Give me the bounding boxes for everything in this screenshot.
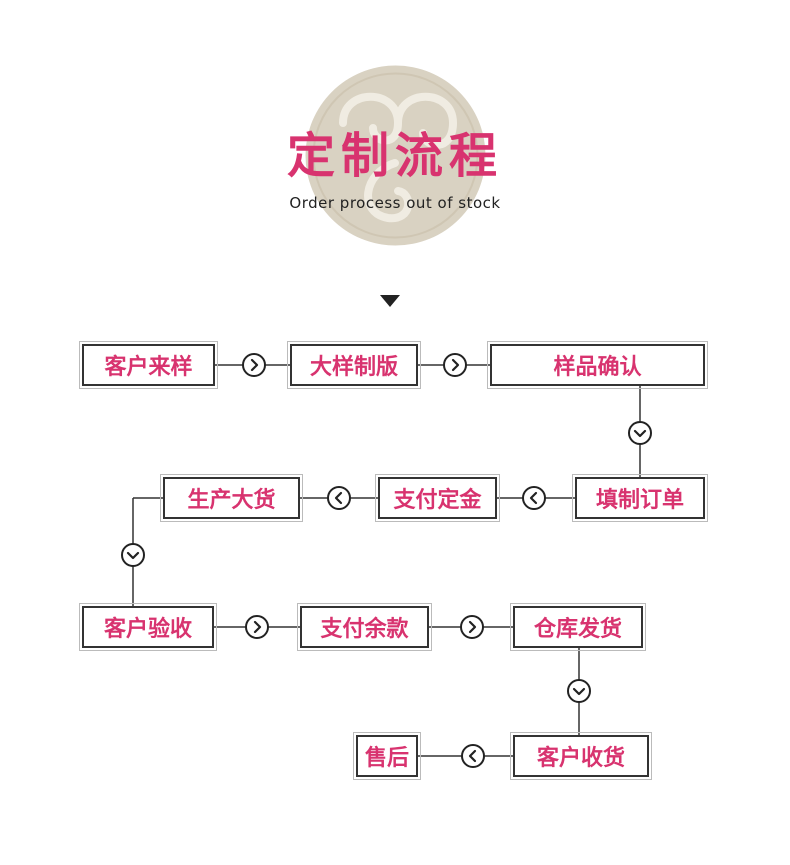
page-subtitle: Order process out of stock xyxy=(289,194,501,212)
chevron-right-icon xyxy=(460,615,484,639)
chevron-right-icon xyxy=(242,353,266,377)
step-client-sample: 客户来样 xyxy=(79,341,218,389)
chevron-left-icon xyxy=(461,744,485,768)
step-fill-order: 填制订单 xyxy=(572,474,708,522)
chevron-down-icon xyxy=(567,679,591,703)
step-warehouse-ship: 仓库发货 xyxy=(510,603,646,651)
logo-emblem xyxy=(305,65,486,246)
chevron-down-icon xyxy=(628,421,652,445)
step-pattern-making: 大样制版 xyxy=(287,341,421,389)
step-pay-balance: 支付余款 xyxy=(297,603,432,651)
chevron-left-icon xyxy=(522,486,546,510)
chevron-right-icon xyxy=(443,353,467,377)
step-sample-confirm: 样品确认 xyxy=(487,341,708,389)
step-client-inspection: 客户验收 xyxy=(79,603,217,651)
step-client-receive: 客户收货 xyxy=(510,732,652,780)
step-pay-deposit: 支付定金 xyxy=(375,474,500,522)
page-title: 定制流程 xyxy=(286,128,503,184)
chevron-right-icon xyxy=(245,615,269,639)
chevron-left-icon xyxy=(327,486,351,510)
down-triangle-icon xyxy=(380,295,400,307)
chevron-down-icon xyxy=(121,543,145,567)
step-mass-production: 生产大货 xyxy=(160,474,303,522)
step-after-sales: 售后 xyxy=(353,732,421,780)
